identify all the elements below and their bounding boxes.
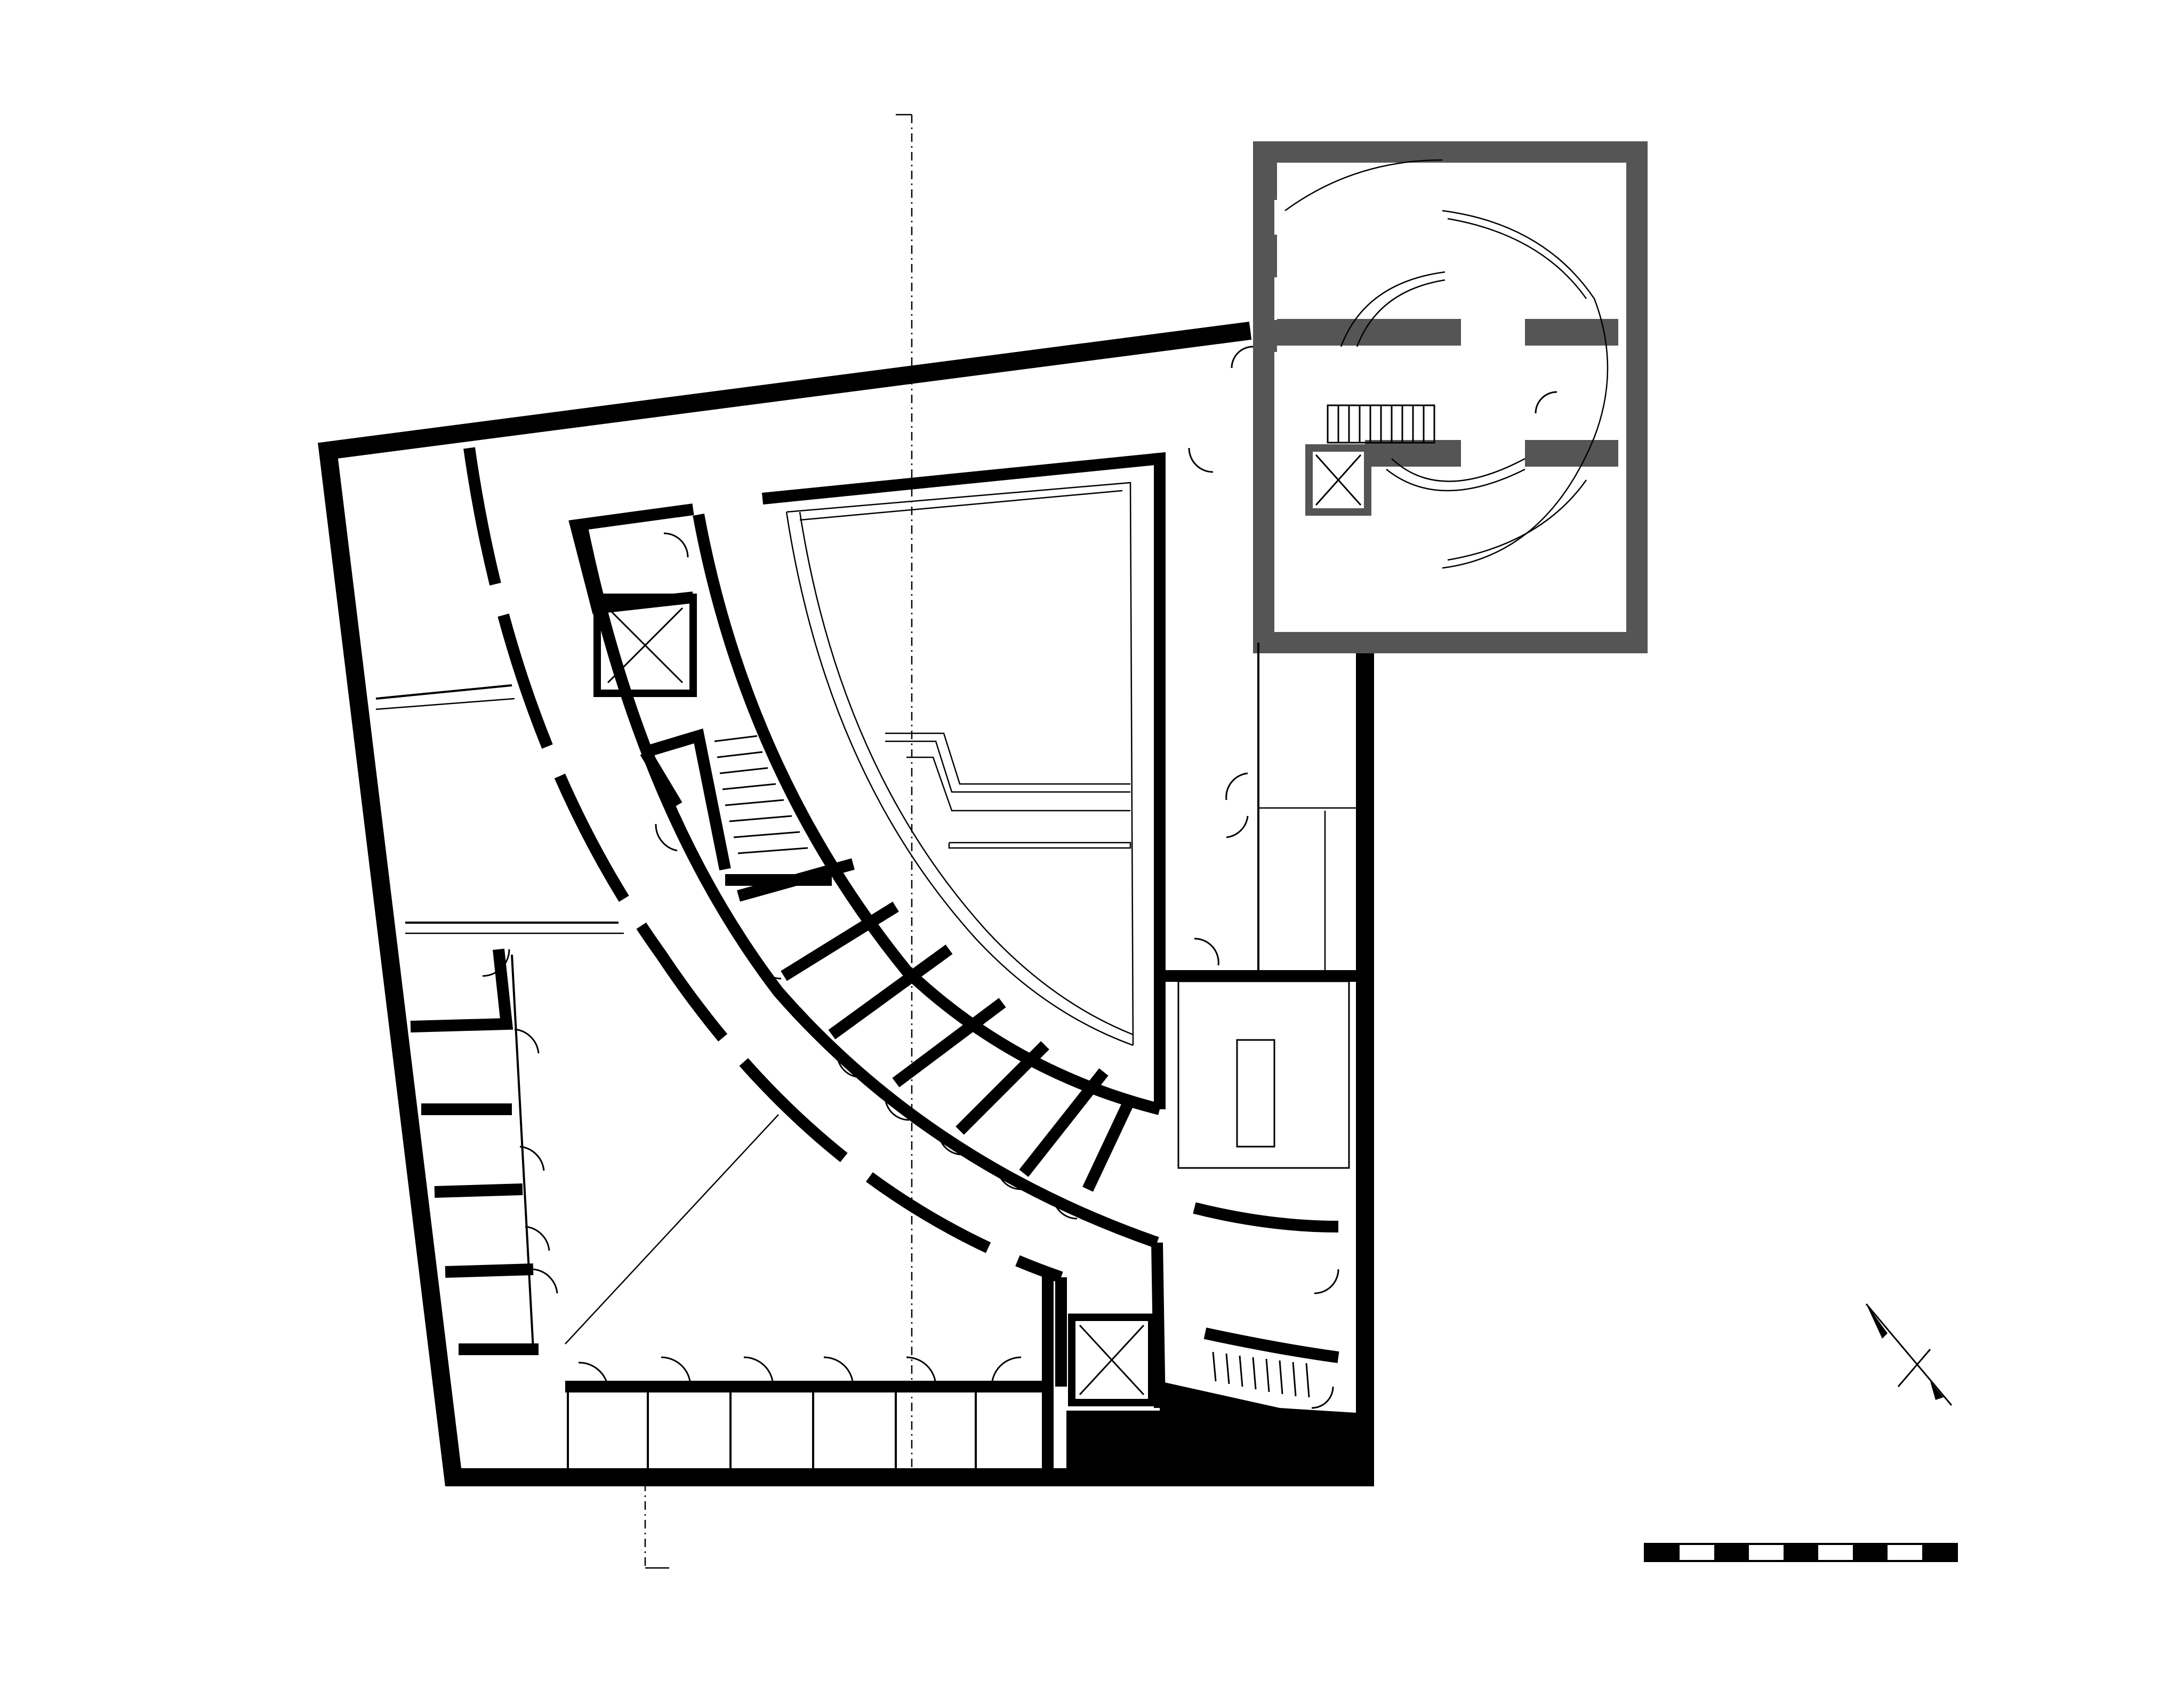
door	[578, 1362, 609, 1387]
tower-partition	[1368, 319, 1461, 346]
door	[937, 1130, 963, 1156]
door	[519, 1146, 545, 1171]
tower-arc	[1447, 479, 1587, 561]
door	[823, 1356, 854, 1387]
right-wing	[1066, 643, 1365, 1477]
tower-pier	[1253, 141, 1277, 200]
tower-door	[1231, 346, 1254, 369]
tower-partition	[1525, 440, 1618, 467]
tower-walls	[1253, 141, 1648, 653]
tower-arc	[1447, 218, 1587, 299]
door	[655, 823, 678, 852]
door	[661, 1356, 692, 1387]
dressing-rooms	[737, 858, 1136, 1192]
scale-bar-segment	[1922, 1544, 1957, 1561]
tower-arc	[1386, 468, 1525, 492]
door	[743, 1356, 774, 1387]
door	[525, 1226, 550, 1251]
room-right	[1177, 980, 1350, 1169]
door	[1194, 938, 1219, 966]
solid-mass	[1066, 1381, 1365, 1477]
bottom-rooms	[565, 1269, 1054, 1477]
door	[1314, 1269, 1339, 1294]
scale-bar-segment	[1784, 1544, 1818, 1561]
door	[991, 1356, 1022, 1387]
door	[482, 949, 510, 977]
door	[1311, 1386, 1334, 1409]
doors	[482, 447, 1339, 1409]
counter	[1236, 1039, 1275, 1148]
door	[1188, 447, 1214, 473]
left-wing	[375, 684, 779, 1355]
door	[1052, 1194, 1078, 1220]
tower-arc	[1391, 458, 1525, 482]
tower-arc	[1284, 159, 1443, 212]
lift-shaft-2	[1068, 1314, 1155, 1406]
door	[533, 1268, 558, 1294]
door	[906, 1356, 937, 1387]
tower-arc	[1340, 271, 1446, 347]
tower-partition	[1365, 440, 1461, 467]
tower-stair	[1327, 404, 1435, 444]
door	[836, 1053, 862, 1078]
door	[514, 1028, 540, 1054]
scale-bar-icon	[1644, 1543, 1958, 1562]
tower-lift	[1305, 444, 1371, 516]
north-arrow-icon	[1865, 1303, 1953, 1406]
tower-arc	[1442, 210, 1609, 569]
door	[756, 954, 782, 980]
tower-pier	[1253, 235, 1277, 277]
door	[884, 1095, 910, 1121]
door	[663, 532, 689, 558]
auditorium	[693, 452, 1166, 1115]
scale-bar-segment	[1853, 1544, 1888, 1561]
door	[996, 1165, 1022, 1190]
tower-door	[1535, 391, 1557, 414]
stair-1	[714, 735, 808, 854]
door	[1226, 815, 1249, 838]
tower-arc	[1356, 279, 1446, 347]
section-lines	[644, 114, 913, 1569]
door	[1225, 772, 1248, 801]
lift-shaft	[593, 594, 697, 697]
door	[791, 1002, 816, 1028]
stair-2	[1212, 1351, 1310, 1398]
stair-core	[568, 503, 832, 886]
tower	[1231, 141, 1648, 653]
curved-corridor	[463, 447, 1339, 1408]
tower-pier	[1253, 320, 1277, 352]
scale-bar-segment	[1645, 1544, 1680, 1561]
scale-bar-segment	[1714, 1544, 1749, 1561]
